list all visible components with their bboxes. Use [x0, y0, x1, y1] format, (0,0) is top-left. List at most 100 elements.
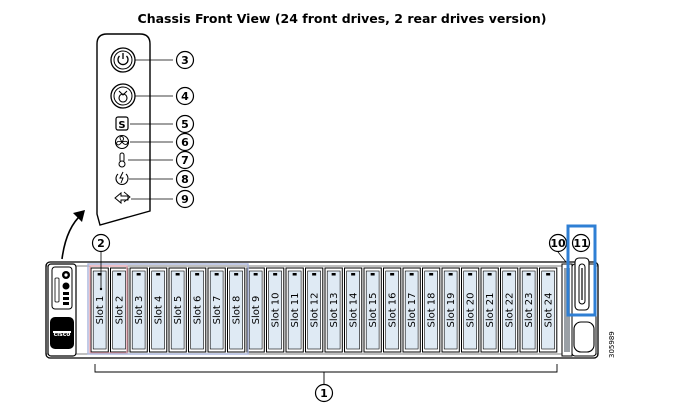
drive-bay[interactable]: Slot 11: [285, 267, 304, 353]
drive-bay-face: [92, 270, 107, 350]
svg-text:5: 5: [181, 118, 189, 131]
drive-bay[interactable]: Slot 24: [539, 267, 558, 353]
rear-drive-handle: [574, 257, 590, 311]
drive-bay[interactable]: Slot 3: [129, 267, 148, 353]
slot-label: Slot 10: [271, 292, 282, 327]
slot-label: Slot 12: [310, 292, 321, 327]
drive-bay-face: [541, 270, 555, 350]
drive-bay[interactable]: Slot 14: [344, 267, 363, 353]
diagram-title: Chassis Front View (24 front drives, 2 r…: [137, 11, 547, 26]
drive-bay[interactable]: Slot 17: [402, 267, 421, 353]
drive-bay[interactable]: Slot 13: [324, 267, 343, 353]
drive-led: [136, 273, 141, 276]
slot-label: Slot 14: [349, 292, 360, 327]
drive-led: [546, 273, 551, 276]
drive-led: [487, 273, 492, 276]
drive-led: [331, 273, 336, 276]
popout-arrow: [61, 213, 83, 260]
drive-bay[interactable]: Slot 9: [246, 267, 265, 353]
svg-text:7: 7: [181, 154, 189, 167]
drive-bay-face: [385, 270, 399, 350]
fan-status-icon: [114, 134, 130, 150]
svg-text:10: 10: [550, 237, 566, 250]
slot-label: Slot 5: [173, 296, 184, 325]
drive-led: [117, 273, 122, 276]
drive-bay[interactable]: Slot 10: [266, 267, 285, 353]
slot-label: Slot 2: [115, 296, 126, 325]
drive-bay[interactable]: Slot 4: [149, 267, 168, 353]
slot-label: Slot 1: [95, 296, 106, 325]
drive-led: [390, 273, 395, 276]
drive-bay-face: [131, 270, 146, 350]
figure-id: 305989: [608, 331, 616, 358]
slot-label: Slot 15: [368, 292, 379, 327]
drive-bay-face: [287, 270, 302, 350]
drive-bay[interactable]: Slot 2: [110, 267, 129, 353]
callout-3: 3: [175, 50, 195, 70]
callout-1: 1: [314, 383, 334, 403]
svg-text:9: 9: [181, 193, 189, 206]
callout-11: 11: [571, 233, 591, 253]
slot-label: Slot 20: [466, 292, 477, 327]
drive-bay-face: [521, 270, 536, 350]
callout-6: 6: [175, 132, 195, 152]
power-supply-status-icon: [115, 171, 129, 185]
drive-led: [409, 273, 414, 276]
drive-bay-face: [482, 270, 497, 350]
svg-text:6: 6: [181, 136, 189, 149]
slot-label: Slot 3: [134, 296, 145, 325]
drive-bay[interactable]: Slot 6: [188, 267, 207, 353]
callout-4: 4: [175, 86, 195, 106]
callout-9: 9: [175, 189, 195, 209]
slot-label: Slot 4: [154, 296, 165, 325]
drive-bay[interactable]: Slot 12: [305, 267, 324, 353]
drive-bay[interactable]: Slot 15: [363, 267, 382, 353]
drive-bay-face: [112, 270, 126, 350]
drive-bay[interactable]: Slot 22: [500, 267, 519, 353]
popout-arrowhead: [73, 210, 85, 222]
drive-bay[interactable]: Slot 16: [383, 267, 402, 353]
drive-led: [195, 273, 200, 276]
drive-bay[interactable]: Slot 5: [168, 267, 187, 353]
svg-text:2: 2: [97, 237, 105, 250]
drive-led: [292, 273, 297, 276]
drive-bay[interactable]: Slot 18: [422, 267, 441, 353]
svg-text:3: 3: [181, 54, 189, 67]
slot-label: Slot 24: [544, 292, 555, 327]
drive-led: [429, 273, 434, 276]
drive-bay[interactable]: Slot 7: [207, 267, 226, 353]
drive-bay-face: [365, 270, 380, 350]
drive-bay-face: [502, 270, 516, 350]
slot-label: Slot 7: [212, 296, 223, 325]
drive-led: [273, 273, 278, 276]
slot-label: Slot 23: [524, 292, 535, 327]
drive-bay-face: [404, 270, 419, 350]
drive-bay[interactable]: Slot 21: [480, 267, 499, 353]
callout-10: 10: [548, 233, 568, 253]
drive-bay-face: [248, 270, 263, 350]
drive-led: [214, 273, 219, 276]
drive-led: [175, 273, 180, 276]
drive-bay-face: [346, 270, 360, 350]
drive-bay[interactable]: Slot 20: [461, 267, 480, 353]
drive-bay[interactable]: Slot 19: [441, 267, 460, 353]
drive-bay-face: [424, 270, 438, 350]
drive-bay[interactable]: Slot 1: [90, 267, 109, 353]
svg-text:S: S: [118, 120, 125, 131]
drive-bay-face: [326, 270, 341, 350]
highlight-slot-1-2: [89, 265, 128, 354]
slot-label: Slot 9: [251, 296, 262, 325]
slot-label: Slot 19: [446, 292, 457, 327]
slot-label: Slot 18: [427, 292, 438, 327]
slot-label: Slot 8: [232, 296, 243, 325]
drive-led: [526, 273, 531, 276]
drive-bay[interactable]: Slot 8: [227, 267, 246, 353]
callout-7: 7: [175, 150, 195, 170]
drive-bay-face: [229, 270, 243, 350]
drive-bay[interactable]: Slot 23: [519, 267, 538, 353]
drive-bay-face: [170, 270, 185, 350]
slot-label: Slot 6: [193, 296, 204, 325]
drive-bay-face: [463, 270, 477, 350]
drive-bay-face: [209, 270, 224, 350]
